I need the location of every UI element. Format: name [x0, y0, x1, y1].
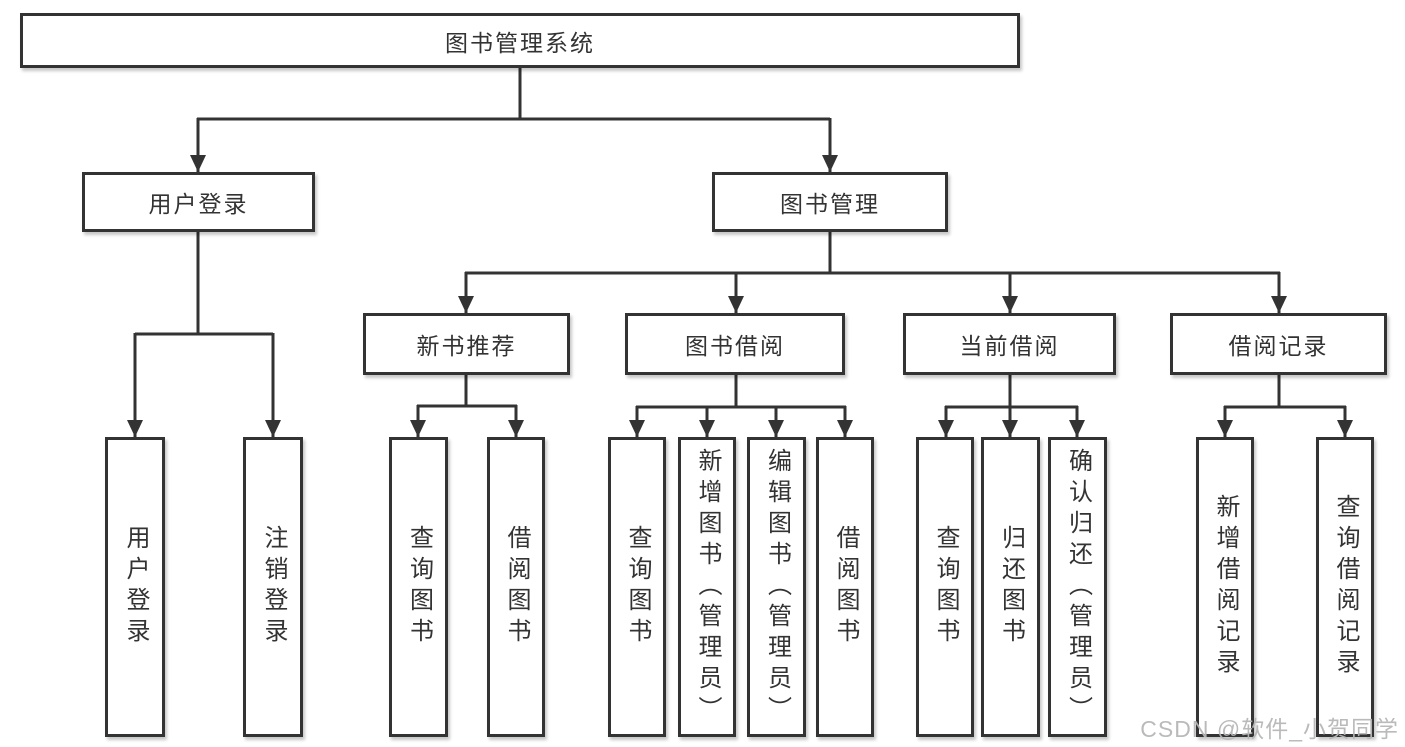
node-current-borrow: 当前借阅 — [903, 313, 1116, 375]
leaf-current-return-books: 归还图书 — [981, 437, 1040, 737]
node-book-borrow-label: 图书借阅 — [685, 333, 785, 359]
leaf-records-add-record-label: 新增借阅记录 — [1212, 494, 1239, 680]
node-book-management-label: 图书管理 — [780, 191, 880, 217]
node-root: 图书管理系统 — [20, 13, 1020, 68]
leaf-user-login-label: 用户登录 — [122, 525, 149, 649]
node-root-label: 图书管理系统 — [445, 29, 595, 56]
node-current-borrow-label: 当前借阅 — [959, 333, 1060, 359]
leaf-current-confirm-return-label: 确认归还（管理员） — [1064, 447, 1092, 727]
leaf-borrow-query-books-label: 查询图书 — [624, 525, 651, 649]
leaf-current-query-books-label: 查询图书 — [932, 525, 959, 649]
node-book-management: 图书管理 — [712, 172, 948, 232]
leaf-current-return-books-label: 归还图书 — [997, 525, 1025, 649]
leaf-current-confirm-return: 确认归还（管理员） — [1048, 437, 1107, 737]
watermark: CSDN @软件_小贺同学 — [1140, 716, 1399, 742]
leaf-borrow-edit-books: 编辑图书（管理员） — [747, 437, 806, 737]
node-borrow-records: 借阅记录 — [1170, 313, 1387, 375]
leaf-newbook-query-books-label: 查询图书 — [405, 525, 433, 649]
leaf-current-query-books: 查询图书 — [916, 437, 974, 737]
node-user-login: 用户登录 — [82, 172, 315, 232]
node-new-book-recommend: 新书推荐 — [363, 313, 570, 375]
leaf-newbook-borrow-books-label: 借阅图书 — [503, 525, 530, 649]
leaf-logout-label: 注销登录 — [260, 525, 287, 649]
node-borrow-records-label: 借阅记录 — [1228, 333, 1329, 359]
node-book-borrow: 图书借阅 — [625, 313, 845, 375]
leaf-borrow-query-books: 查询图书 — [608, 437, 666, 737]
leaf-borrow-borrow-books: 借阅图书 — [816, 437, 874, 737]
leaf-newbook-borrow-books: 借阅图书 — [487, 437, 545, 737]
leaf-borrow-add-books: 新增图书（管理员） — [678, 437, 736, 737]
leaf-records-query-record: 查询借阅记录 — [1316, 437, 1374, 737]
leaf-borrow-edit-books-label: 编辑图书（管理员） — [763, 447, 791, 727]
leaf-logout: 注销登录 — [243, 437, 303, 737]
node-new-book-recommend-label: 新书推荐 — [416, 333, 517, 359]
leaf-records-query-record-label: 查询借阅记录 — [1332, 494, 1359, 680]
leaf-borrow-add-books-label: 新增图书（管理员） — [694, 447, 721, 727]
leaf-records-add-record: 新增借阅记录 — [1196, 437, 1254, 737]
leaf-user-login: 用户登录 — [105, 437, 165, 737]
leaf-borrow-borrow-books-label: 借阅图书 — [832, 525, 859, 649]
leaf-newbook-query-books: 查询图书 — [389, 437, 448, 737]
node-user-login-label: 用户登录 — [148, 191, 249, 217]
